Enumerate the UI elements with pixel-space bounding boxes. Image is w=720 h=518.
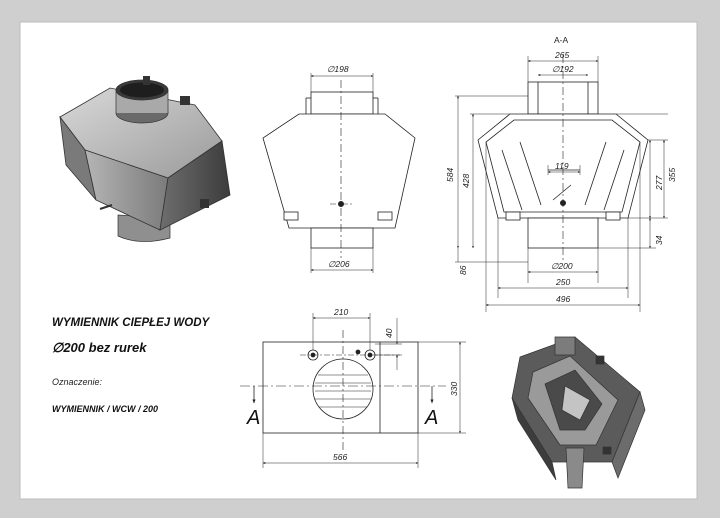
title-line2: ∅200 bez rurek [52,340,147,355]
section-label: A-A [554,35,569,45]
dim-210-label: 210 [333,307,348,317]
dim-34-label: 34 [654,235,664,245]
cut-marker-right: A [424,407,438,429]
designation-label: Oznaczenie: [52,377,103,387]
dim-bottom-pipe-label: ∅206 [328,259,350,269]
iso-view [59,76,231,242]
dim-496-label: 496 [556,294,570,304]
dim-200-label: ∅200 [551,261,573,271]
top-view [240,313,466,468]
dim-86-label: 86 [458,265,468,275]
title-line1: WYMIENNIK CIEPŁEJ WODY [52,317,211,329]
dim-566-label: 566 [333,452,347,462]
dim-250-label: 250 [555,277,570,287]
dim-355-label: 355 [667,168,677,182]
dim-top-pipe-label: ∅198 [327,64,349,74]
cut-marker-left: A [246,407,260,429]
dim-192-label: ∅192 [552,64,574,74]
designation-value: WYMIENNIK / WCW / 200 [52,404,158,414]
dim-119-label: 119 [555,161,569,171]
front-view [262,73,416,273]
dim-277-label: 277 [654,176,664,191]
cutaway-iso-view [511,336,646,489]
section-view [455,55,668,312]
dim-265-label: 265 [554,50,569,60]
dim-330-label: 330 [449,382,459,396]
dim-428-label: 428 [461,174,471,188]
dim-584-label: 584 [445,168,455,182]
dim-40-label: 40 [384,328,394,338]
